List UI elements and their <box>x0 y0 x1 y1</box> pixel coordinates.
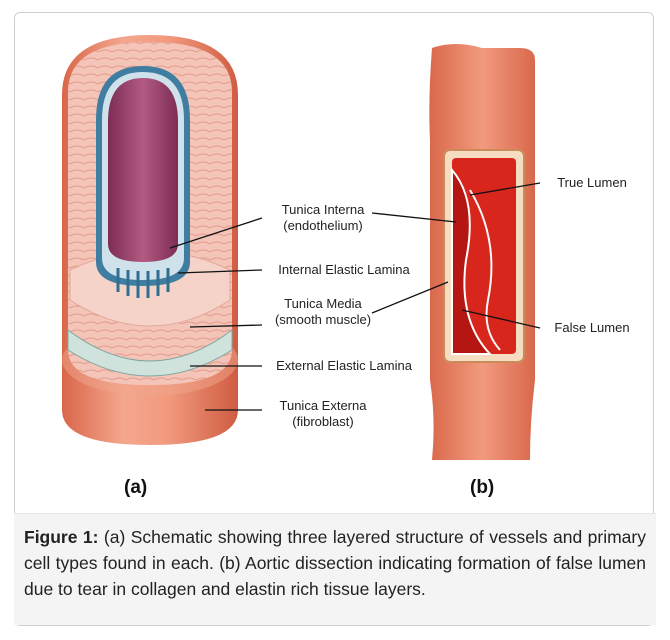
label-tunica-media: Tunica Media (smooth muscle) <box>264 296 382 328</box>
caption-text: (a) Schematic showing three layered stru… <box>24 527 646 599</box>
caption-prefix: Figure 1: <box>24 527 98 547</box>
figure-caption: Figure 1: (a) Schematic showing three la… <box>24 524 646 602</box>
label-tunica-interna: Tunica Interna (endothelium) <box>264 202 382 234</box>
label-tunica-externa: Tunica Externa (fibroblast) <box>264 398 382 430</box>
label-internal-elastic-lamina: Internal Elastic Lamina <box>264 262 424 278</box>
subfigure-label-a: (a) <box>124 477 147 499</box>
subfigure-label-b: (b) <box>470 477 494 499</box>
figure-caption-box: Figure 1: (a) Schematic showing three la… <box>14 513 656 625</box>
label-true-lumen: True Lumen <box>542 175 642 191</box>
label-external-elastic-lamina: External Elastic Lamina <box>264 358 424 374</box>
label-false-lumen: False Lumen <box>542 320 642 336</box>
